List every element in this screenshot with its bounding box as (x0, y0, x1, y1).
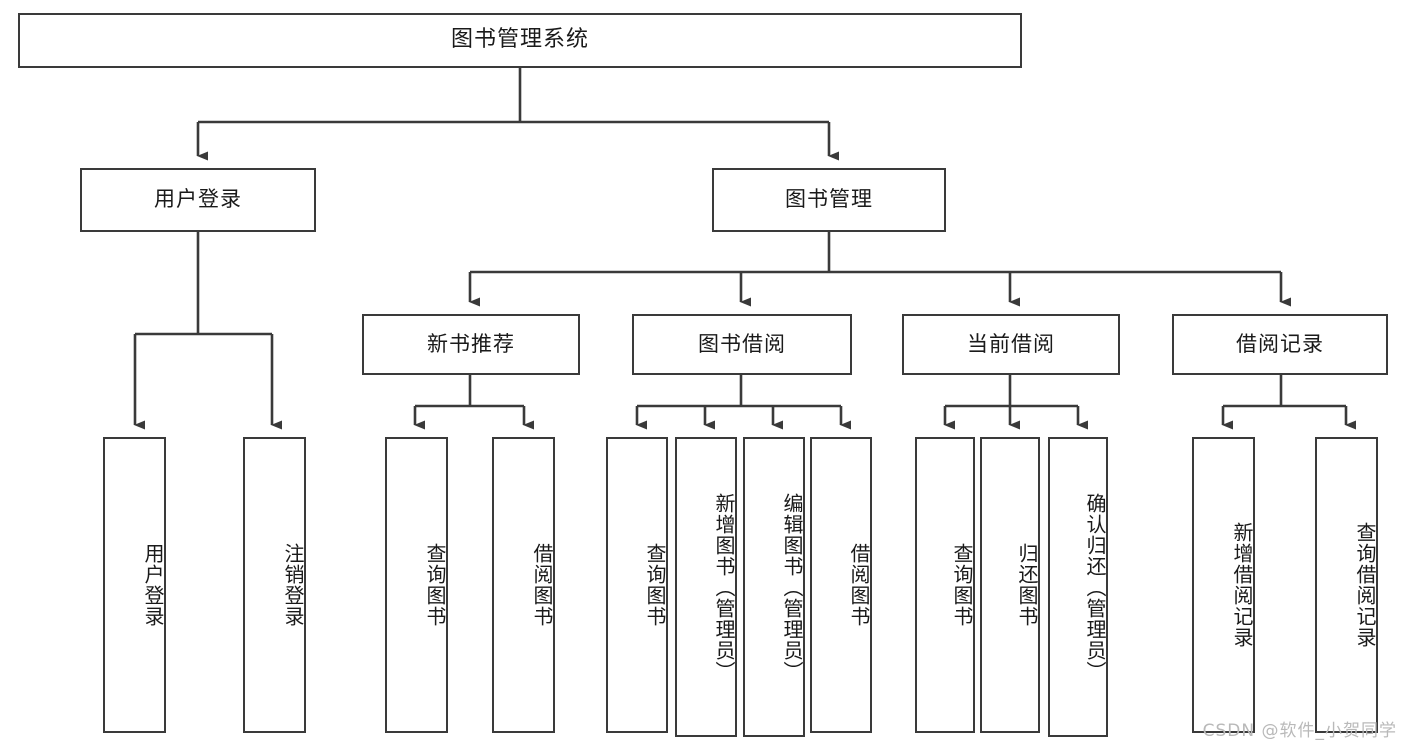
node-user-login[interactable]: 用户登录 (80, 168, 316, 232)
node-label: 用户登录 (154, 187, 242, 212)
node-label: 图书借阅 (698, 331, 786, 356)
node-label: 注销登录 (281, 543, 305, 627)
node-label: 编辑图书（管理员） (780, 492, 804, 682)
node-leaf-edit-book-admin[interactable]: 编辑图书（管理员） (743, 437, 805, 737)
node-book-borrowing[interactable]: 图书借阅 (632, 314, 852, 375)
node-leaf-add-book-admin[interactable]: 新增图书（管理员） (675, 437, 737, 737)
node-label: 新增借阅记录 (1230, 522, 1254, 648)
node-current-borrowing[interactable]: 当前借阅 (902, 314, 1120, 375)
node-leaf-borrow-books-borrowing[interactable]: 借阅图书 (810, 437, 872, 733)
node-leaf-user-login[interactable]: 用户登录 (103, 437, 166, 733)
node-label: 新书推荐 (427, 331, 515, 356)
csdn-watermark: CSDN @软件_小贺同学 (1202, 721, 1397, 741)
node-borrow-records[interactable]: 借阅记录 (1172, 314, 1388, 375)
node-label: 查询图书 (423, 543, 447, 627)
node-leaf-query-books-current[interactable]: 查询图书 (915, 437, 975, 733)
node-label: 查询图书 (643, 543, 667, 627)
node-leaf-logout[interactable]: 注销登录 (243, 437, 306, 733)
node-leaf-query-borrow-record[interactable]: 查询借阅记录 (1315, 437, 1378, 733)
node-book-management[interactable]: 图书管理 (712, 168, 946, 232)
node-label: 新增图书（管理员） (712, 492, 736, 682)
node-label: 确认归还（管理员） (1083, 492, 1107, 682)
node-label: 当前借阅 (967, 331, 1055, 356)
node-leaf-query-books-borrowing[interactable]: 查询图书 (606, 437, 668, 733)
node-label: 查询借阅记录 (1353, 522, 1377, 648)
node-label: 归还图书 (1015, 543, 1039, 627)
node-leaf-return-books[interactable]: 归还图书 (980, 437, 1040, 733)
node-new-book-recommendation[interactable]: 新书推荐 (362, 314, 580, 375)
node-leaf-borrow-books-recommendation[interactable]: 借阅图书 (492, 437, 555, 733)
node-label: 图书管理 (785, 187, 873, 212)
node-root-book-management-system[interactable]: 图书管理系统 (18, 13, 1022, 68)
node-leaf-confirm-return-admin[interactable]: 确认归还（管理员） (1048, 437, 1108, 737)
node-label: 用户登录 (141, 543, 165, 627)
node-label: 借阅图书 (847, 543, 871, 627)
node-label: 借阅图书 (530, 543, 554, 627)
node-label: 查询图书 (950, 543, 974, 627)
node-leaf-query-books-recommendation[interactable]: 查询图书 (385, 437, 448, 733)
node-label: 图书管理系统 (450, 27, 589, 53)
node-leaf-add-borrow-record[interactable]: 新增借阅记录 (1192, 437, 1255, 733)
node-label: 借阅记录 (1236, 331, 1324, 356)
